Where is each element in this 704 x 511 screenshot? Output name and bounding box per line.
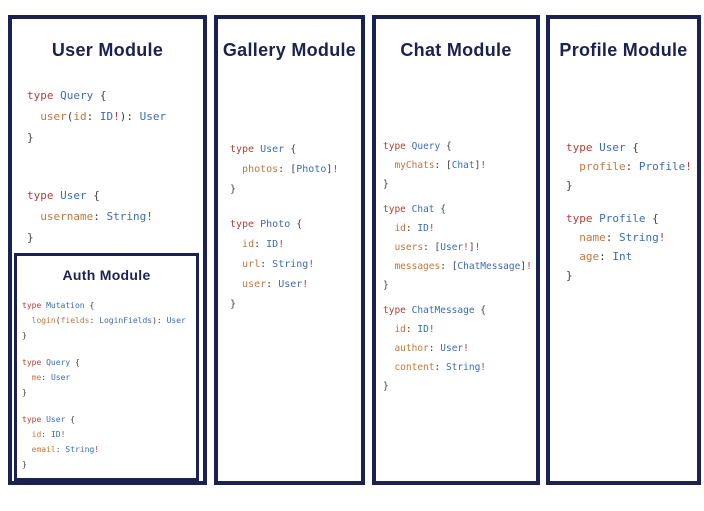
code-line: name: String! bbox=[579, 231, 666, 244]
code-line: type Photo { bbox=[230, 219, 303, 230]
code-line: users: [User!]! bbox=[394, 242, 481, 253]
code-line: } bbox=[383, 381, 389, 392]
code-line: type Mutation { bbox=[22, 301, 95, 310]
code-block: type User { username: String!} bbox=[27, 185, 203, 248]
code-line: } bbox=[27, 131, 34, 144]
code-line: profile: Profile! bbox=[579, 160, 692, 173]
code-line: type Query { bbox=[27, 89, 107, 102]
code-line: type Chat { bbox=[383, 204, 446, 215]
code-line: } bbox=[566, 269, 573, 282]
code-block: type Profile { name: String! age: Int} bbox=[566, 209, 697, 285]
graphql-code-profile: type User { profile: Profile!}type Profi… bbox=[550, 138, 697, 285]
code-block: type User { id: ID! email: String!} bbox=[22, 412, 196, 472]
module-panel-user: User Module type Query { user(id: ID!): … bbox=[8, 15, 207, 485]
code-line: type User { bbox=[27, 189, 100, 202]
code-line: photos: [Photo]! bbox=[242, 164, 339, 175]
code-block: type User { profile: Profile!} bbox=[566, 138, 697, 195]
code-line: id: ID! bbox=[242, 239, 285, 250]
code-line: type Query { bbox=[383, 141, 452, 152]
graphql-code-user: type Query { user(id: ID!): User}type Us… bbox=[12, 85, 203, 248]
code-line: type User { bbox=[230, 144, 297, 155]
module-title-gallery: Gallery Module bbox=[222, 40, 357, 60]
code-block: type Mutation { login(fields: LoginField… bbox=[22, 298, 196, 343]
code-line: myChats: [Chat]! bbox=[394, 160, 487, 171]
code-line: user: User! bbox=[242, 279, 309, 290]
code-line: } bbox=[230, 184, 237, 195]
code-line: type Profile { bbox=[566, 212, 659, 225]
code-line: type User { bbox=[22, 415, 76, 424]
code-block: type Query { user(id: ID!): User} bbox=[27, 85, 203, 148]
code-line: } bbox=[230, 299, 237, 310]
module-title-profile: Profile Module bbox=[559, 40, 688, 60]
code-line: content: String! bbox=[394, 362, 487, 373]
code-line: } bbox=[27, 231, 34, 244]
code-line: me: User bbox=[31, 373, 71, 382]
submodule-panel-auth: Auth Module type Mutation { login(fields… bbox=[14, 253, 199, 481]
code-line: } bbox=[22, 331, 27, 340]
module-panel-chat: Chat Module type Query { myChats: [Chat]… bbox=[372, 15, 540, 485]
module-panel-profile: Profile Module type User { profile: Prof… bbox=[546, 15, 701, 485]
code-line: id: ID! bbox=[31, 430, 66, 439]
code-line: } bbox=[383, 280, 389, 291]
code-line: } bbox=[566, 179, 573, 192]
code-line: login(fields: LoginFields): User bbox=[31, 316, 186, 325]
code-line: username: String! bbox=[40, 210, 153, 223]
code-line: user(id: ID!): User bbox=[40, 110, 167, 123]
code-line: url: String! bbox=[242, 259, 315, 270]
code-line: author: User! bbox=[394, 343, 469, 354]
code-line: id: ID! bbox=[394, 223, 435, 234]
code-block: type ChatMessage { id: ID! author: User!… bbox=[383, 301, 536, 396]
module-title-user: User Module bbox=[51, 40, 164, 60]
code-line: type ChatMessage { bbox=[383, 305, 487, 316]
code-block: type Query { me: User} bbox=[22, 355, 196, 400]
code-block: type User { photos: [Photo]!} bbox=[230, 140, 361, 200]
module-title-chat: Chat Module bbox=[400, 40, 512, 60]
code-line: type User { bbox=[566, 141, 639, 154]
code-line: } bbox=[383, 179, 389, 190]
graphql-code-gallery: type User { photos: [Photo]!}type Photo … bbox=[218, 140, 361, 315]
code-line: messages: [ChatMessage]! bbox=[394, 261, 532, 272]
module-panel-gallery: Gallery Module type User { photos: [Phot… bbox=[214, 15, 365, 485]
graphql-code-auth: type Mutation { login(fields: LoginField… bbox=[17, 298, 196, 472]
code-block: type Query { myChats: [Chat]!} bbox=[383, 137, 536, 194]
code-line: age: Int bbox=[579, 250, 633, 263]
code-block: type Chat { id: ID! users: [User!]! mess… bbox=[383, 200, 536, 295]
code-line: type Query { bbox=[22, 358, 80, 367]
code-block: type Photo { id: ID! url: String! user: … bbox=[230, 215, 361, 315]
code-line: id: ID! bbox=[394, 324, 435, 335]
code-line: } bbox=[22, 388, 27, 397]
code-line: email: String! bbox=[31, 445, 100, 454]
code-line: } bbox=[22, 460, 27, 469]
graphql-code-chat: type Query { myChats: [Chat]!}type Chat … bbox=[376, 137, 536, 396]
module-title-auth: Auth Module bbox=[62, 267, 151, 283]
